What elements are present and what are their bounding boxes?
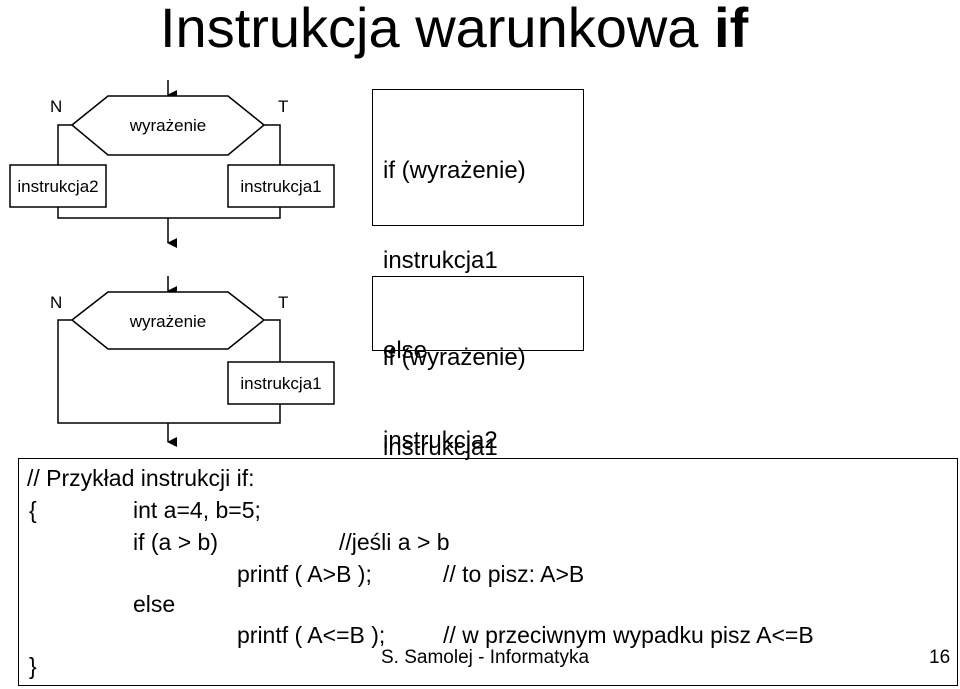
flow2-false-line <box>57 319 281 424</box>
flow1-true-label: T <box>278 97 288 116</box>
flow1-false-line <box>57 124 72 165</box>
flow2-false-label: N <box>50 293 62 312</box>
example-code-box: // Przykład instrukcji if: { int a=4, b=… <box>18 458 958 686</box>
flow1-false-label: N <box>50 97 62 116</box>
flow1-true-line <box>264 124 281 165</box>
example-close-brace: } <box>29 653 37 679</box>
flow2-condition-text: wyrażenie <box>129 312 207 331</box>
code-line: instrukcja2 <box>383 427 498 454</box>
example-open-brace: { <box>29 497 37 523</box>
flow1-condition-text: wyrażenie <box>129 116 207 135</box>
example-printf-1: printf ( A>B ); <box>237 561 372 587</box>
code-line: instrukcja1 <box>383 434 498 461</box>
flow1-false-text: instrukcja2 <box>17 177 98 196</box>
flow1-merge-line <box>57 207 281 219</box>
flow2-true-line <box>264 319 281 362</box>
code-line: if (wyrażenie) <box>383 344 526 371</box>
flow1-true-box <box>227 164 335 208</box>
code-box-if-else: if (wyrażenie) instrukcja1 else instrukc… <box>372 89 584 454</box>
flowcharts: N T wyrażenie instrukcja2 instrukcja1 N … <box>9 80 335 447</box>
example-printf-1-comment: // to pisz: A>B <box>443 561 585 587</box>
flow2-true-box <box>227 361 335 405</box>
page-number: 16 <box>929 647 951 668</box>
example-else: else <box>133 591 176 617</box>
code-line: instrukcja1 <box>383 247 498 274</box>
example-printf-2-comment: // w przeciwnym wypadku pisz A<=B <box>443 622 814 648</box>
example-if-comment: //jeśli a > b <box>339 529 450 555</box>
footer-author: S. Samolej - Informatyka <box>381 647 590 668</box>
example-if: if (a > b) <box>133 529 219 555</box>
page-title: Instrukcja warunkowa if <box>160 0 748 61</box>
code-box-if: if (wyrażenie) instrukcja1 <box>372 276 584 461</box>
flow2-true-text: instrukcja1 <box>240 374 321 393</box>
flow1-false-box <box>9 164 107 208</box>
example-printf-2: printf ( A<=B ); <box>237 622 386 648</box>
example-comment: // Przykład instrukcji if: <box>27 465 255 491</box>
code-line: if (wyrażenie) <box>383 157 526 184</box>
title-keyword: if <box>714 0 749 59</box>
flow2-true-label: T <box>278 293 288 312</box>
flow1-true-text: instrukcja1 <box>240 177 321 196</box>
example-declaration: int a=4, b=5; <box>133 497 261 523</box>
